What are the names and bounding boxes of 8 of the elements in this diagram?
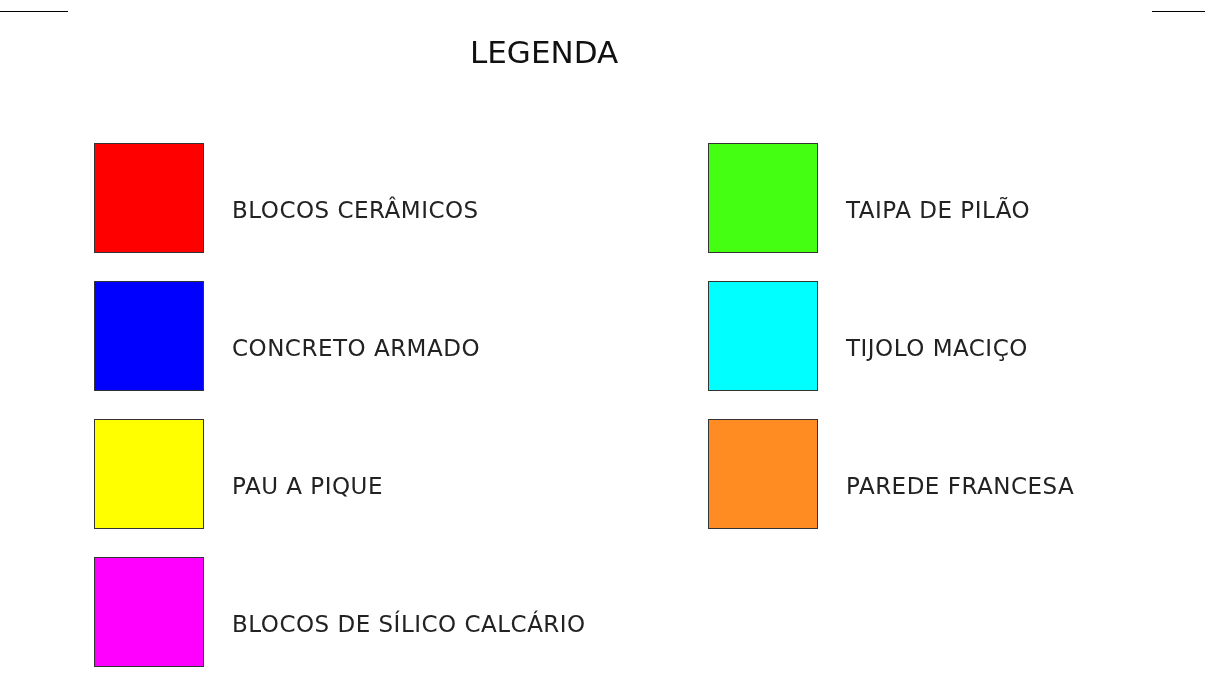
legend-label: BLOCOS DE SÍLICO CALCÁRIO: [232, 610, 586, 638]
legend-label: PAREDE FRANCESA: [846, 472, 1075, 500]
legend-label: TAIPA DE PILÃO: [846, 196, 1031, 224]
legend-label: PAU A PIQUE: [232, 472, 383, 500]
legend-label: TIJOLO MACIÇO: [846, 334, 1028, 362]
legend-title: LEGENDA: [470, 34, 619, 70]
legend-label: BLOCOS CERÂMICOS: [232, 196, 479, 224]
legend-label: CONCRETO ARMADO: [232, 334, 480, 362]
